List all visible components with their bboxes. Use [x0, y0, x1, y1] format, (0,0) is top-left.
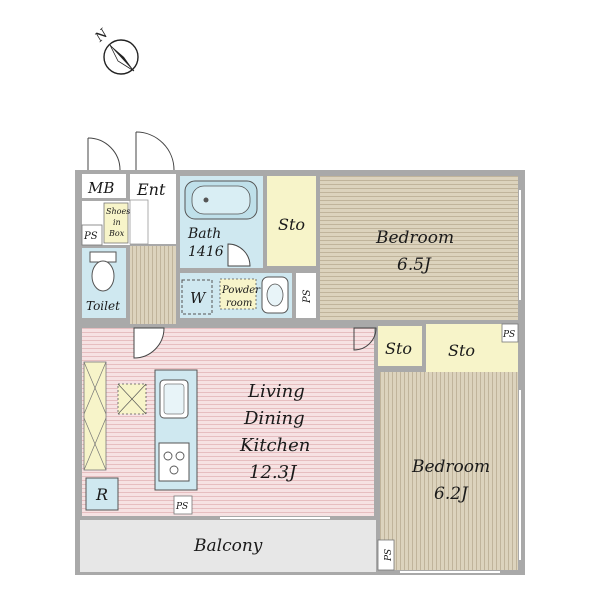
shoes-label-1: Shoes	[106, 207, 130, 216]
sto-mid-label: Sto	[385, 339, 412, 358]
toilet-label: Toilet	[86, 299, 120, 313]
fridge-icon	[85, 477, 119, 511]
ps-kitchen-box	[173, 495, 193, 515]
entry-doors	[87, 131, 175, 171]
ps-bottom-label: PS	[384, 549, 394, 562]
sto-mid-room	[378, 326, 422, 366]
ldk-label-1: Living	[247, 381, 305, 402]
powder-label-2: room	[226, 298, 252, 309]
cooktop-icon	[117, 383, 147, 415]
kitchen-counter	[154, 369, 198, 491]
bath-door-icon	[227, 243, 251, 267]
ps-kitchen-label: PS	[175, 502, 188, 512]
bath-size-label: 1416	[188, 244, 224, 260]
ldk-size-label: 12.3J	[249, 462, 298, 483]
ps-powder-box	[296, 273, 316, 318]
ldk-label-3: Kitchen	[239, 435, 310, 456]
bedroom2-label: Bedroom	[411, 457, 490, 477]
windows	[220, 190, 521, 573]
shoes-label-3: Box	[108, 229, 125, 238]
sto-right-label: Sto	[448, 341, 475, 360]
kitchen-cabinet	[83, 361, 107, 471]
ps-bottom-box	[377, 539, 395, 571]
entrance-step	[129, 199, 149, 245]
ldk-room	[82, 328, 374, 516]
bedroom1-label: Bedroom	[375, 228, 454, 248]
bedroom1-size-label: 6.5J	[397, 255, 432, 275]
cabinet-diagonals	[83, 361, 107, 471]
ldk-label-2: Dining	[243, 408, 305, 429]
ps-entry-box	[81, 224, 103, 246]
sto-top-room	[267, 176, 316, 266]
powder-counter	[219, 278, 257, 310]
ent-label: Ent	[136, 180, 166, 199]
toilet-icon	[89, 251, 117, 292]
ldk-door-icon	[133, 327, 165, 359]
mb-label: MB	[87, 179, 114, 197]
shoes-box-panel	[103, 202, 129, 244]
bathtub-icon	[184, 180, 258, 220]
compass-icon: N	[92, 26, 139, 75]
powder-label-1: Powder	[221, 285, 261, 296]
storage-doors	[353, 327, 377, 351]
fridge-label: R	[95, 485, 108, 504]
ps-right-label: PS	[502, 330, 515, 340]
corridor	[130, 246, 176, 324]
ps-entry-label: PS	[83, 231, 98, 242]
mb-box	[82, 174, 126, 198]
sto-top-label: Sto	[278, 215, 305, 234]
bedroom2-room	[380, 372, 518, 570]
bath-label: Bath	[187, 226, 221, 242]
bedroom2-size-label: 6.2J	[434, 484, 469, 504]
bedroom1-room	[320, 176, 518, 320]
balcony-area	[80, 520, 376, 572]
washer-label: W	[190, 289, 207, 307]
ps-powder-label: PS	[302, 289, 313, 304]
washer-icon	[181, 279, 213, 315]
sink-icon	[261, 276, 289, 314]
ps-right-box	[501, 323, 519, 343]
balcony-label: Balcony	[193, 536, 263, 556]
compass-north-label: N	[92, 26, 112, 46]
shoes-label-2: in	[113, 218, 121, 227]
